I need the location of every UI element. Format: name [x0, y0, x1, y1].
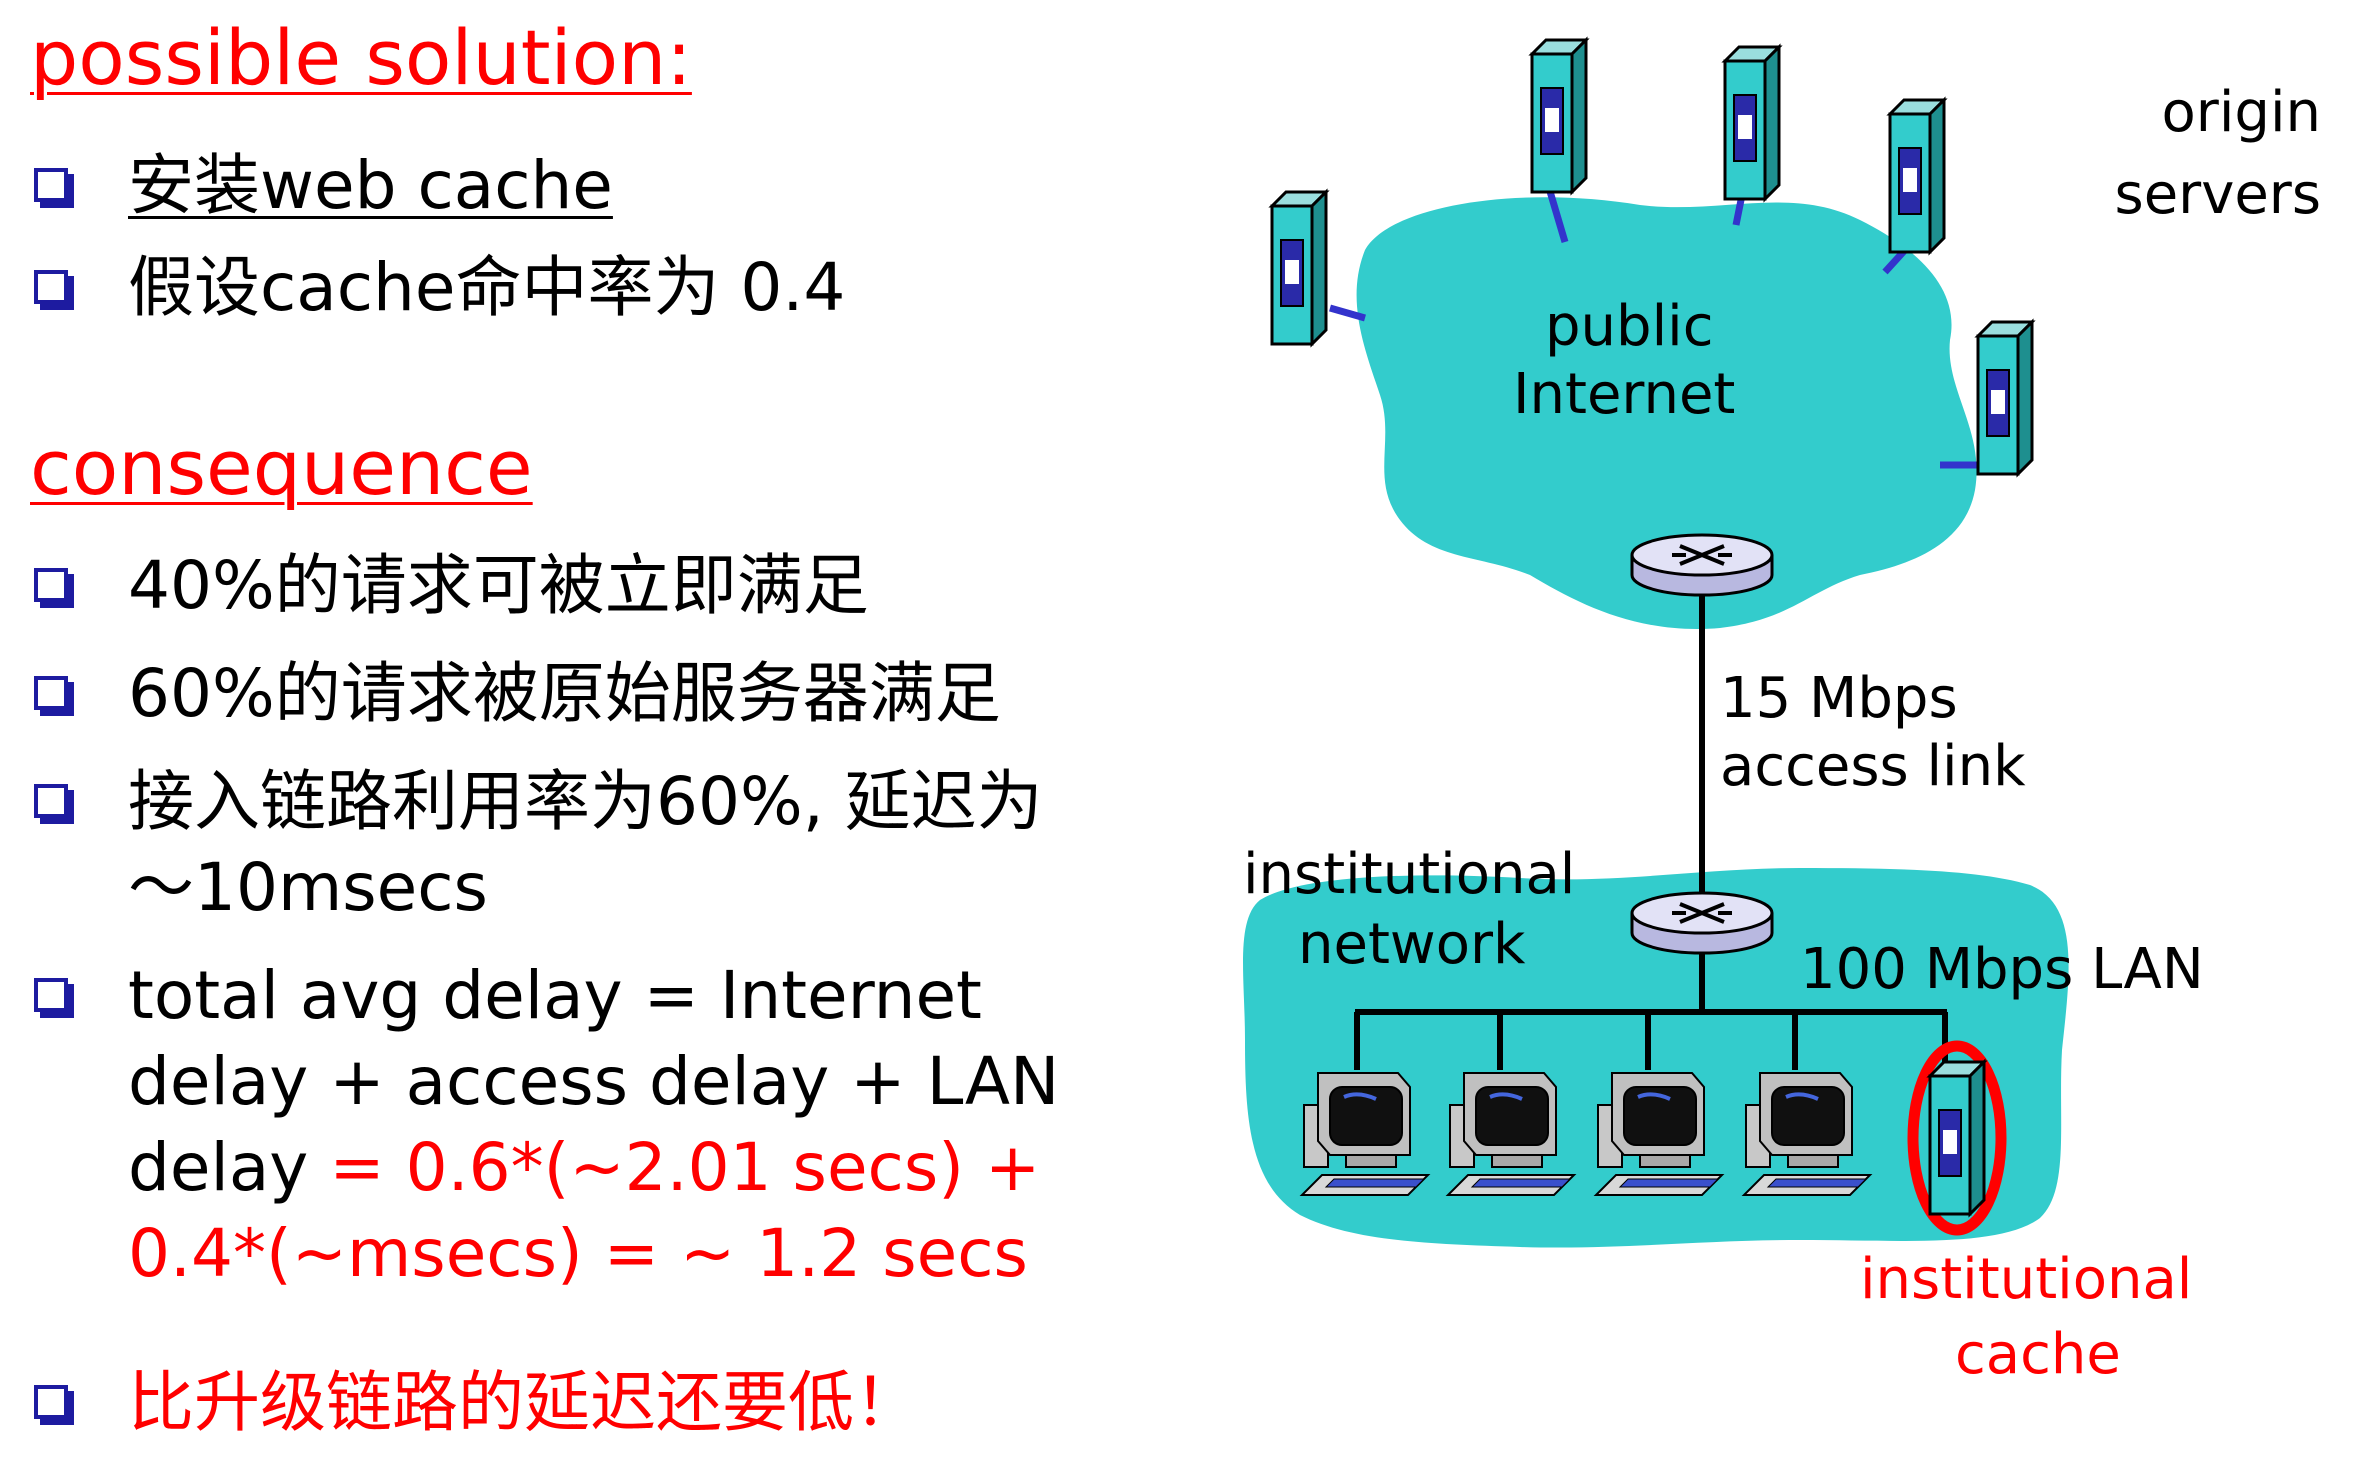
label-institutional-cache-2: cache — [1955, 1322, 2121, 1387]
server-link — [1545, 187, 1569, 243]
host-computer-icon — [1300, 1071, 1430, 1197]
origin-server-icon — [1888, 98, 1946, 254]
public-internet-cloud — [1356, 197, 1977, 630]
heading-possible-solution: possible solution: — [30, 13, 692, 102]
web-cache-label: web cache — [260, 147, 613, 224]
origin-server-icon — [1976, 320, 2034, 476]
cache-highlight-ring — [1907, 1040, 2007, 1236]
internet-router-icon — [1630, 533, 1774, 597]
bullet-marker — [34, 568, 68, 602]
origin-server-icon — [1723, 45, 1781, 201]
origin-server-icon — [1530, 38, 1588, 194]
label-access-link: access link — [1720, 734, 2026, 799]
label-100-mbps-lan: 100 Mbps LAN — [1800, 937, 2204, 1002]
label-network: network — [1298, 912, 1526, 977]
bullet-utilization-line2: ～10msecs — [128, 849, 488, 926]
heading-consequence: consequence — [30, 423, 533, 512]
server-link — [1329, 304, 1366, 322]
text-panel: possible solution: 安装web cache 假设cache命中… — [30, 13, 1060, 1442]
bullet-marker — [34, 270, 68, 304]
host-computer-icon — [1742, 1071, 1872, 1197]
label-public: public — [1545, 294, 1714, 359]
host-computer-icon — [1594, 1071, 1724, 1197]
bullet-install-web-cache: 安装web cache — [128, 143, 613, 229]
bullet-60-percent: 60%的请求被原始服务器满足 — [128, 655, 1001, 732]
bullet-total-delay-line3: delay = 0.6*(~2.01 secs) + — [128, 1125, 1040, 1211]
bullet-utilization-line1: 接入链路利用率为60%, 延迟为 — [128, 763, 1043, 840]
bullet-marker — [34, 1385, 68, 1419]
label-internet: Internet — [1513, 362, 1736, 427]
bullet-marker — [34, 784, 68, 818]
delay-formula-part2: 0.4*(~msecs) = ~ 1.2 secs — [128, 1215, 1028, 1292]
label-origin: origin — [2161, 80, 2321, 145]
origin-server-icon — [1270, 190, 1328, 346]
install-label: 安装 — [128, 147, 260, 224]
bullet-40-percent: 40%的请求可被立即满足 — [128, 547, 869, 624]
host-computer-icon — [1446, 1071, 1576, 1197]
delay-word: delay — [128, 1129, 330, 1206]
bullet-lower-than-upgrade: 比升级链路的延迟还要低！ — [128, 1364, 920, 1441]
server-link — [1882, 247, 1908, 275]
bullet-marker — [34, 168, 68, 202]
cache-server-icon — [1928, 1060, 1986, 1216]
label-15-mbps: 15 Mbps — [1720, 666, 1958, 731]
institutional-router-icon — [1630, 891, 1774, 955]
bullet-total-delay-line1: total avg delay = Internet — [128, 957, 982, 1034]
label-servers: servers — [2114, 162, 2321, 227]
bullet-marker — [34, 676, 68, 710]
bullet-hit-rate: 假设cache命中率为 0.4 — [128, 249, 846, 326]
bullet-total-delay-line2: delay + access delay + LAN — [128, 1043, 1060, 1120]
delay-formula-part1: = 0.6*(~2.01 secs) + — [329, 1129, 1041, 1206]
bullet-marker — [34, 978, 68, 1012]
label-institutional-cache-1: institutional — [1860, 1247, 2193, 1312]
label-institutional: institutional — [1243, 842, 1576, 907]
